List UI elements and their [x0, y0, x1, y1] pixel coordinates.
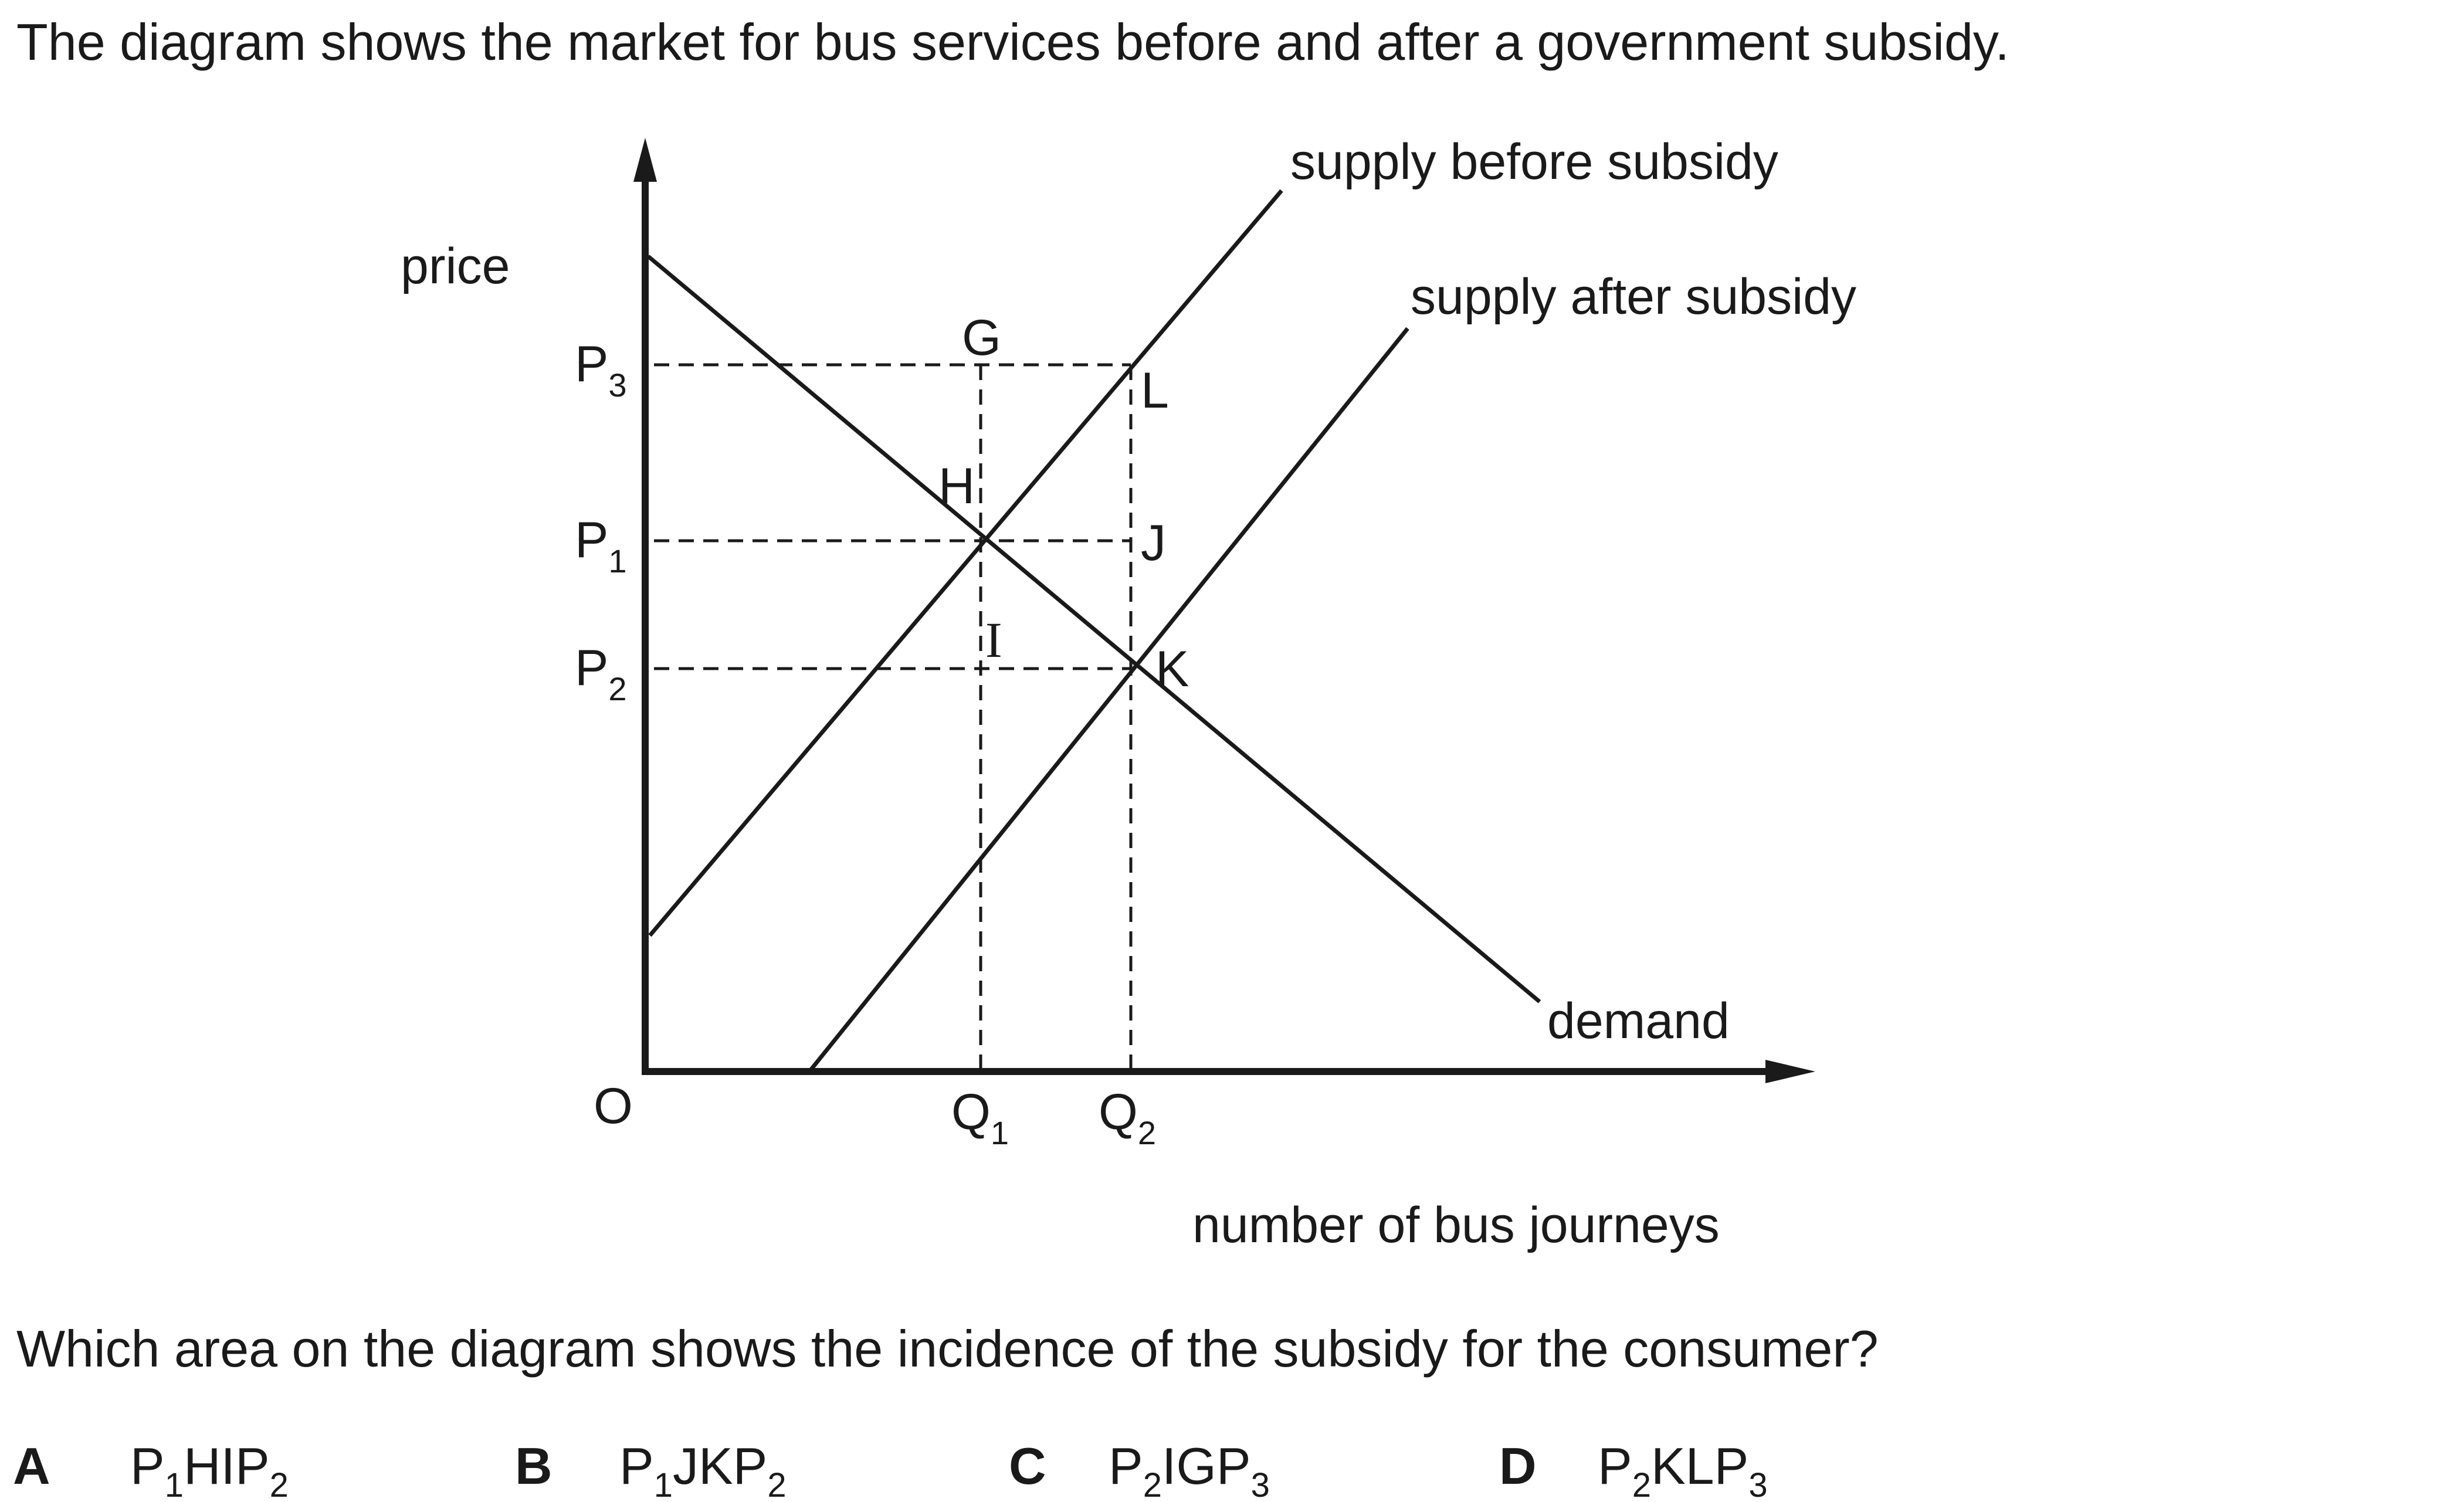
question-prompt: Which area on the diagram shows the inci…: [16, 1320, 1879, 1378]
option-a[interactable]: A P1HIP2: [13, 1431, 341, 1502]
option-d[interactable]: D P2KLP3: [1499, 1431, 1828, 1502]
price-label-p1: P1: [575, 512, 627, 579]
point-label-j: J: [1141, 515, 1166, 571]
option-area: P1HIP2: [130, 1437, 289, 1502]
y-axis-arrow: [633, 138, 657, 182]
x-axis-arrow: [1765, 1060, 1815, 1083]
demand-label: demand: [1547, 993, 1730, 1049]
option-letter: C: [1009, 1437, 1046, 1495]
point-label-g: G: [962, 310, 1001, 366]
quantity-label-q2: Q2: [1099, 1084, 1156, 1151]
quantity-label-q1: Q1: [951, 1084, 1009, 1151]
question-intro: The diagram shows the market for bus ser…: [16, 13, 2009, 71]
option-letter: D: [1499, 1437, 1537, 1495]
answer-options: A P1HIP2 B P1JKP2 C P2IGP3 D P2KLP3: [0, 1431, 2464, 1502]
supply-before-curve: [648, 189, 1283, 937]
supply-before-label: supply before subsidy: [1290, 134, 1778, 190]
point-label-l: L: [1141, 362, 1169, 419]
point-label-h: H: [938, 458, 975, 514]
option-area: P1JKP2: [619, 1437, 787, 1502]
supply-after-curve: [808, 327, 1409, 1073]
option-letter: A: [13, 1437, 50, 1495]
price-label-p3: P3: [575, 336, 627, 404]
option-letter: B: [515, 1437, 553, 1495]
supply-after-label: supply after subsidy: [1411, 269, 1856, 325]
option-b[interactable]: B P1JKP2: [515, 1431, 843, 1502]
demand-curve: [646, 255, 1541, 1003]
option-c[interactable]: C P2IGP3: [1009, 1431, 1337, 1502]
origin-label: O: [594, 1078, 633, 1134]
x-axis-label: number of bus journeys: [1192, 1197, 1720, 1253]
option-area: P2KLP3: [1598, 1437, 1768, 1502]
point-label-k: K: [1155, 641, 1189, 697]
y-axis-label: price: [401, 238, 510, 294]
point-label-i: I: [985, 612, 1002, 668]
option-area: P2IGP3: [1109, 1437, 1270, 1502]
price-label-p2: P2: [575, 640, 627, 707]
